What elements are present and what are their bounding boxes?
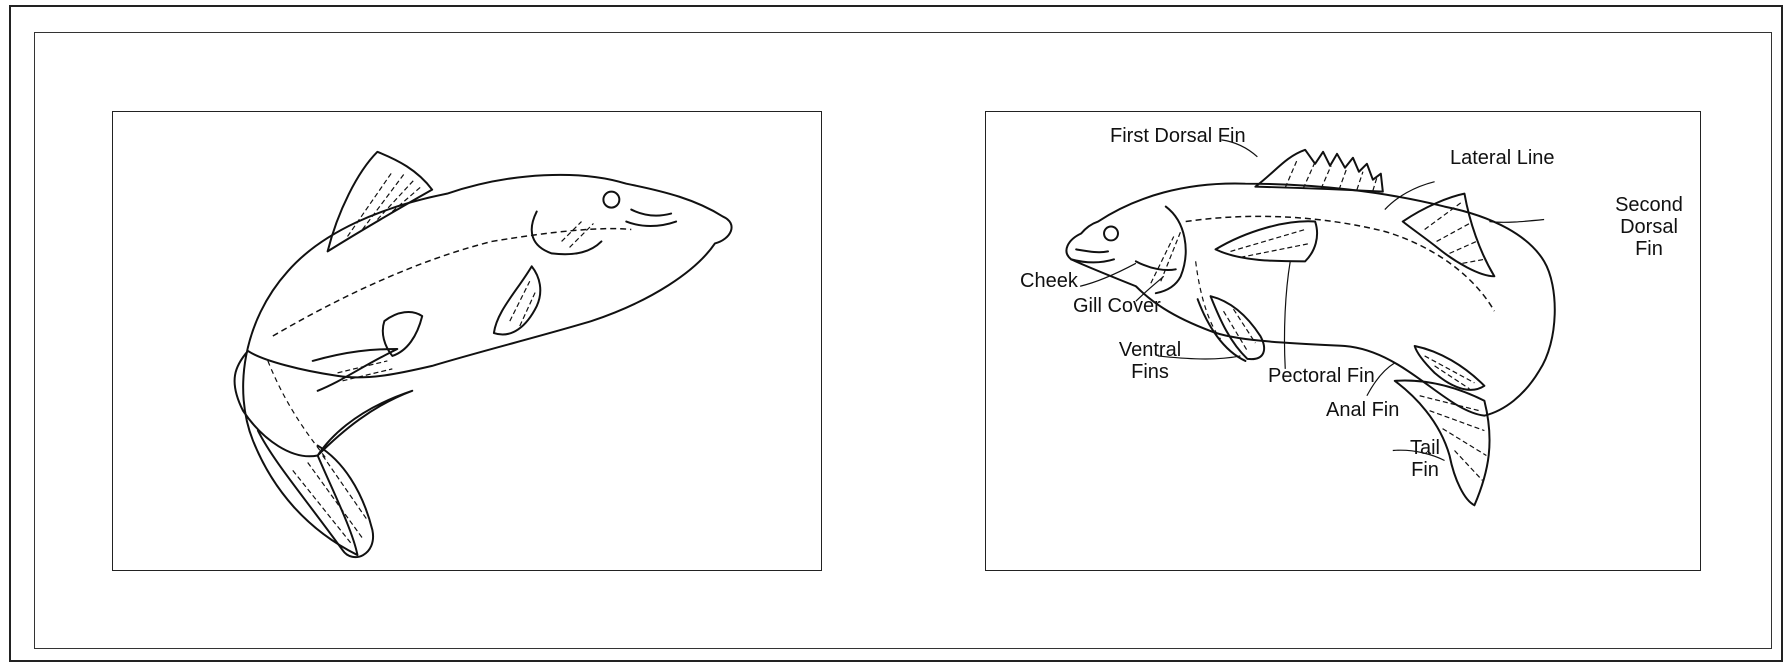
label-second-dorsal-fin-line-1: Second bbox=[1615, 194, 1683, 216]
leader-pectoral-fin bbox=[1284, 261, 1290, 369]
walleye-pectoral-fin bbox=[1216, 221, 1318, 261]
walleye-gill-cover bbox=[1156, 207, 1186, 294]
label-tail-fin-line-2: Fin bbox=[1410, 459, 1440, 481]
walleye-second-dorsal-fin bbox=[1403, 194, 1495, 277]
walleye-labeled-panel: First Dorsal Fin Lateral Line Second Dor… bbox=[985, 111, 1701, 571]
label-gill-cover: Gill Cover bbox=[1073, 295, 1161, 317]
label-lateral-line: Lateral Line bbox=[1450, 147, 1555, 169]
walleye-ventral-fin bbox=[1211, 296, 1265, 359]
trout-ventral-fin bbox=[383, 312, 422, 356]
leader-second-dorsal bbox=[1489, 220, 1544, 223]
trout-illustration-panel bbox=[112, 111, 822, 571]
label-cheek: Cheek bbox=[1020, 270, 1078, 292]
label-second-dorsal-fin: Second Dorsal Fin bbox=[1615, 194, 1683, 260]
label-second-dorsal-fin-line-2: Dorsal bbox=[1615, 216, 1683, 238]
label-tail-fin: Tail Fin bbox=[1410, 437, 1440, 481]
trout-pectoral-fin bbox=[494, 266, 540, 334]
label-first-dorsal-fin: First Dorsal Fin bbox=[1110, 125, 1246, 147]
walleye-first-dorsal-fin bbox=[1255, 150, 1382, 192]
label-second-dorsal-fin-line-3: Fin bbox=[1615, 238, 1683, 260]
trout-tail-fin bbox=[318, 391, 413, 456]
label-anal-fin: Anal Fin bbox=[1326, 399, 1399, 421]
trout-illustration bbox=[113, 112, 821, 570]
walleye-illustration bbox=[986, 112, 1700, 570]
trout-lateral-line bbox=[273, 229, 631, 336]
walleye-tail-fin bbox=[1395, 380, 1490, 505]
label-pectoral-fin: Pectoral Fin bbox=[1268, 365, 1375, 387]
walleye-cheek-line bbox=[1136, 261, 1176, 270]
label-ventral-fins-line-2: Fins bbox=[1119, 361, 1181, 383]
label-ventral-fins: Ventral Fins bbox=[1119, 339, 1181, 383]
label-ventral-fins-line-1: Ventral bbox=[1119, 339, 1181, 361]
label-tail-fin-line-1: Tail bbox=[1410, 437, 1440, 459]
trout-body bbox=[235, 175, 732, 555]
walleye-lateral-line bbox=[1186, 216, 1495, 311]
